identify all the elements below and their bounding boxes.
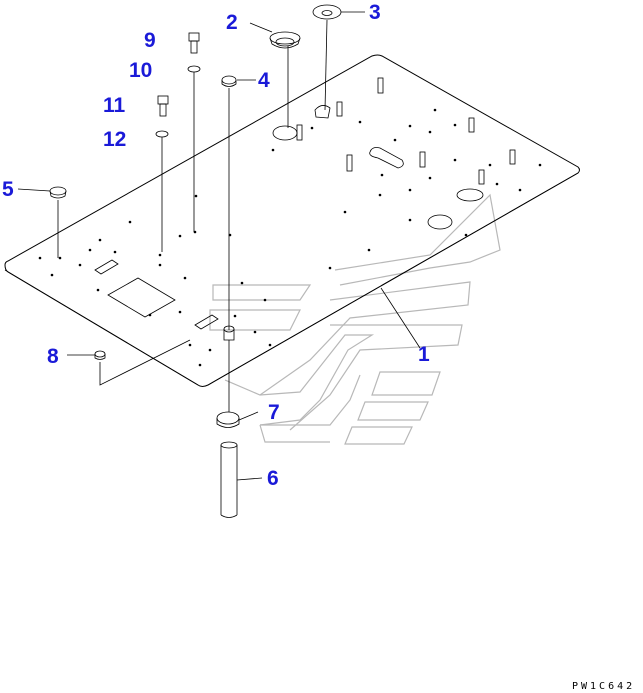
part-12-washer xyxy=(155,130,169,252)
callout-11: 11 xyxy=(103,94,126,117)
part-3-cap xyxy=(312,4,342,111)
part-7-collar xyxy=(216,325,240,428)
drawing-code: PW1C642 xyxy=(572,681,635,692)
part-4-plug xyxy=(221,75,237,330)
leader-lines xyxy=(17,11,421,481)
callout-7: 7 xyxy=(268,401,280,424)
callout-10: 10 xyxy=(129,59,152,82)
callout-12: 12 xyxy=(103,128,126,151)
part-2-grommet xyxy=(269,31,301,128)
part-8-plug xyxy=(94,339,191,386)
part-11-bolt xyxy=(157,95,169,117)
callout-5: 5 xyxy=(2,178,14,201)
callout-3: 3 xyxy=(369,1,381,24)
part-5-grommet xyxy=(49,186,67,258)
callout-9: 9 xyxy=(144,29,156,52)
part-6-pipe xyxy=(220,441,238,518)
part-9-bolt xyxy=(188,32,200,54)
frame-ghost-outline xyxy=(209,193,501,445)
floor-plate xyxy=(4,54,580,387)
callout-6: 6 xyxy=(267,467,279,490)
callout-8: 8 xyxy=(47,345,59,368)
callout-4: 4 xyxy=(258,69,270,92)
callout-2: 2 xyxy=(226,11,238,34)
plate-holes xyxy=(38,108,542,367)
callout-1: 1 xyxy=(418,343,430,366)
callout-labels: 1 2 3 4 5 6 7 8 9 10 11 12 xyxy=(2,1,430,490)
part-10-washer xyxy=(187,65,201,232)
